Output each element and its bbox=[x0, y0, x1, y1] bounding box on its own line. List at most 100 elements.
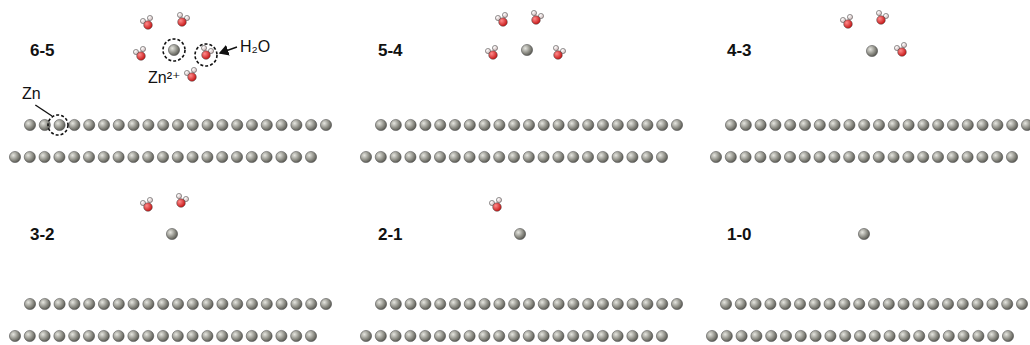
zinc-atom bbox=[375, 298, 386, 309]
zinc-atom bbox=[627, 151, 638, 162]
zinc-atom bbox=[9, 330, 20, 341]
oxygen-atom bbox=[489, 51, 498, 60]
zinc-atom bbox=[770, 151, 781, 162]
zinc-atom bbox=[829, 119, 840, 130]
zinc-atom bbox=[9, 151, 20, 162]
zinc-atom bbox=[508, 330, 519, 341]
zinc-atom bbox=[1016, 298, 1027, 309]
zinc-atom bbox=[913, 298, 924, 309]
zinc-atom bbox=[291, 298, 302, 309]
zinc-atom bbox=[143, 330, 154, 341]
zinc-atom bbox=[765, 298, 776, 309]
zinc-atom bbox=[69, 151, 80, 162]
zinc-atom bbox=[582, 330, 593, 341]
zinc-atom bbox=[780, 298, 791, 309]
zinc-atom bbox=[305, 330, 316, 341]
zinc-atom bbox=[642, 119, 653, 130]
zinc-atom bbox=[814, 119, 825, 130]
zinc-atom bbox=[977, 119, 988, 130]
zinc-atom bbox=[83, 330, 94, 341]
zinc-atom bbox=[825, 330, 836, 341]
zinc-atom bbox=[291, 151, 302, 162]
zinc-atom bbox=[420, 298, 431, 309]
zinc-atom bbox=[390, 119, 401, 130]
oxygen-atom bbox=[499, 18, 508, 27]
zinc-atom bbox=[232, 119, 243, 130]
zinc-atom bbox=[172, 119, 183, 130]
zinc-atom bbox=[780, 330, 791, 341]
zinc-atom bbox=[840, 330, 851, 341]
zinc-atom bbox=[231, 151, 242, 162]
zinc-atom bbox=[276, 298, 287, 309]
zinc-atom bbox=[405, 298, 416, 309]
zinc-atom bbox=[508, 151, 519, 162]
zinc-atom bbox=[375, 119, 386, 130]
zinc-atom bbox=[39, 298, 50, 309]
zinc-atom bbox=[671, 119, 682, 130]
callout-label: H₂O bbox=[240, 39, 270, 55]
zinc-atom bbox=[627, 330, 638, 341]
zinc-atom bbox=[962, 151, 973, 162]
zinc-atom bbox=[98, 151, 109, 162]
zinc-atom bbox=[844, 151, 855, 162]
zinc-atom bbox=[54, 330, 65, 341]
panel-label: 6-5 bbox=[30, 42, 55, 59]
zinc-atom bbox=[740, 151, 751, 162]
zinc-atom bbox=[405, 119, 416, 130]
zinc-atom bbox=[479, 330, 490, 341]
zinc-atom bbox=[69, 119, 80, 130]
zinc-atom bbox=[725, 119, 736, 130]
zinc-atom bbox=[464, 119, 475, 130]
zinc-ion bbox=[166, 228, 177, 239]
hydrogen-atom bbox=[496, 197, 501, 202]
zinc-atom bbox=[899, 330, 910, 341]
zinc-atom bbox=[464, 330, 475, 341]
zinc-atom bbox=[829, 151, 840, 162]
zinc-atom bbox=[755, 151, 766, 162]
zinc-atom bbox=[884, 330, 895, 341]
hydrogen-atom bbox=[531, 10, 536, 15]
zinc-atom bbox=[858, 151, 869, 162]
zinc-atom bbox=[1002, 298, 1013, 309]
zinc-atom bbox=[958, 330, 969, 341]
zinc-atom bbox=[583, 298, 594, 309]
zinc-atom bbox=[854, 298, 865, 309]
zinc-atom bbox=[157, 151, 168, 162]
zinc-atom bbox=[276, 151, 287, 162]
zinc-atom bbox=[128, 330, 139, 341]
zinc-atom bbox=[671, 298, 682, 309]
zinc-atom bbox=[479, 298, 490, 309]
zinc-atom bbox=[947, 151, 958, 162]
hydrogen-atom bbox=[191, 67, 196, 72]
zinc-atom bbox=[523, 298, 534, 309]
zinc-atom bbox=[246, 119, 257, 130]
zinc-atom bbox=[824, 298, 835, 309]
zinc-atom bbox=[770, 119, 781, 130]
panel-label: 1-0 bbox=[727, 226, 752, 243]
zinc-atom bbox=[54, 298, 65, 309]
zinc-atom bbox=[523, 330, 534, 341]
zinc-atom bbox=[54, 151, 65, 162]
zinc-atom bbox=[420, 151, 431, 162]
zinc-atom bbox=[992, 151, 1003, 162]
zinc-atom bbox=[854, 330, 865, 341]
zinc-atom bbox=[291, 330, 302, 341]
zinc-atom bbox=[839, 298, 850, 309]
zinc-atom bbox=[187, 298, 198, 309]
zinc-atom bbox=[914, 330, 925, 341]
zinc-atom bbox=[420, 119, 431, 130]
hydrogen-atom bbox=[140, 46, 145, 51]
oxygen-atom bbox=[532, 16, 541, 25]
zinc-atom bbox=[375, 151, 386, 162]
oxygen-atom bbox=[177, 199, 186, 208]
zinc-atom bbox=[814, 151, 825, 162]
zinc-atom bbox=[360, 330, 371, 341]
zinc-atom bbox=[597, 151, 608, 162]
zinc-atom bbox=[435, 119, 446, 130]
zinc-atom bbox=[128, 151, 139, 162]
zinc-atom bbox=[538, 298, 549, 309]
zinc-atom bbox=[657, 119, 668, 130]
zinc-atom bbox=[977, 151, 988, 162]
zinc-atom bbox=[24, 298, 35, 309]
